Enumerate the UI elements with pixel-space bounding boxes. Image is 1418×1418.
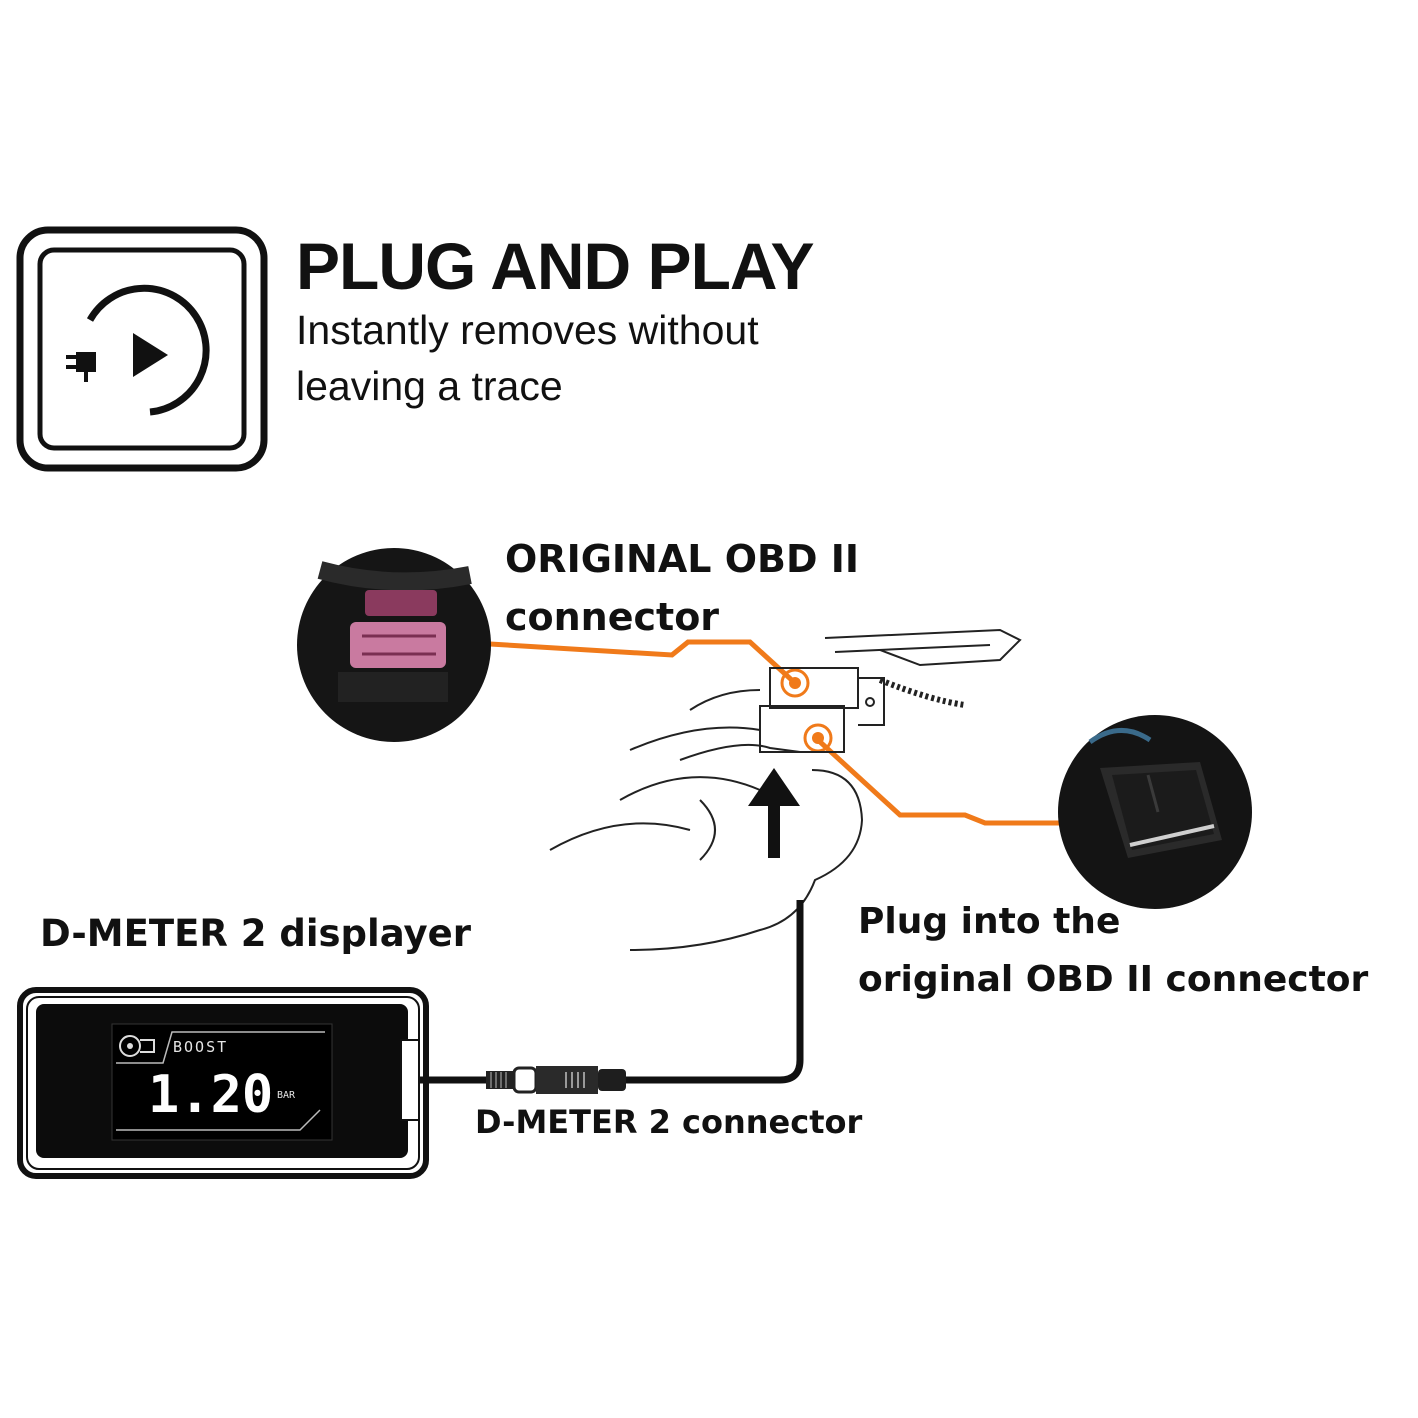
plug-into-label-line-2: original OBD II connector bbox=[858, 959, 1369, 1000]
dashboard-harness-illustration bbox=[629, 628, 1022, 753]
display-value: 1.20 bbox=[148, 1065, 273, 1125]
hand-illustration bbox=[549, 743, 864, 951]
leader-lines bbox=[489, 639, 1062, 826]
dmeter-display-device: BOOST 1.20 BAR bbox=[17, 987, 429, 1179]
connection-points bbox=[780, 668, 833, 753]
feature-title: PLUG AND PLAY bbox=[296, 229, 815, 303]
original-obd-label-line-2: connector bbox=[505, 595, 720, 639]
display-unit: BAR bbox=[277, 1090, 296, 1101]
feature-subtitle: Instantly removes without leaving a trac… bbox=[296, 302, 916, 414]
subtitle-line-1: Instantly removes without bbox=[296, 307, 759, 353]
turbo-icon bbox=[119, 1035, 155, 1057]
dmeter-connector bbox=[486, 1066, 626, 1094]
dmeter-cable bbox=[408, 900, 804, 1084]
original-obd-label: ORIGINAL OBD II connector bbox=[505, 530, 859, 646]
obd-leader-line bbox=[489, 639, 797, 685]
connector-label: D-METER 2 connector bbox=[475, 1103, 863, 1141]
plug-leader-line bbox=[816, 738, 1062, 826]
original-obd-label-line-1: ORIGINAL OBD II bbox=[505, 537, 860, 581]
obd-port-photo bbox=[297, 548, 491, 742]
displayer-label: D-METER 2 displayer bbox=[40, 912, 472, 955]
plug-play-icon bbox=[16, 226, 268, 472]
subtitle-line-2: leaving a trace bbox=[296, 363, 563, 409]
plug-into-label: Plug into the original OBD II connector bbox=[858, 893, 1368, 1009]
plug-into-label-line-1: Plug into the bbox=[858, 901, 1121, 942]
arrow-up-icon bbox=[748, 768, 800, 858]
display-mode-label: BOOST bbox=[173, 1038, 228, 1056]
dmeter-plug-photo bbox=[1058, 715, 1252, 909]
